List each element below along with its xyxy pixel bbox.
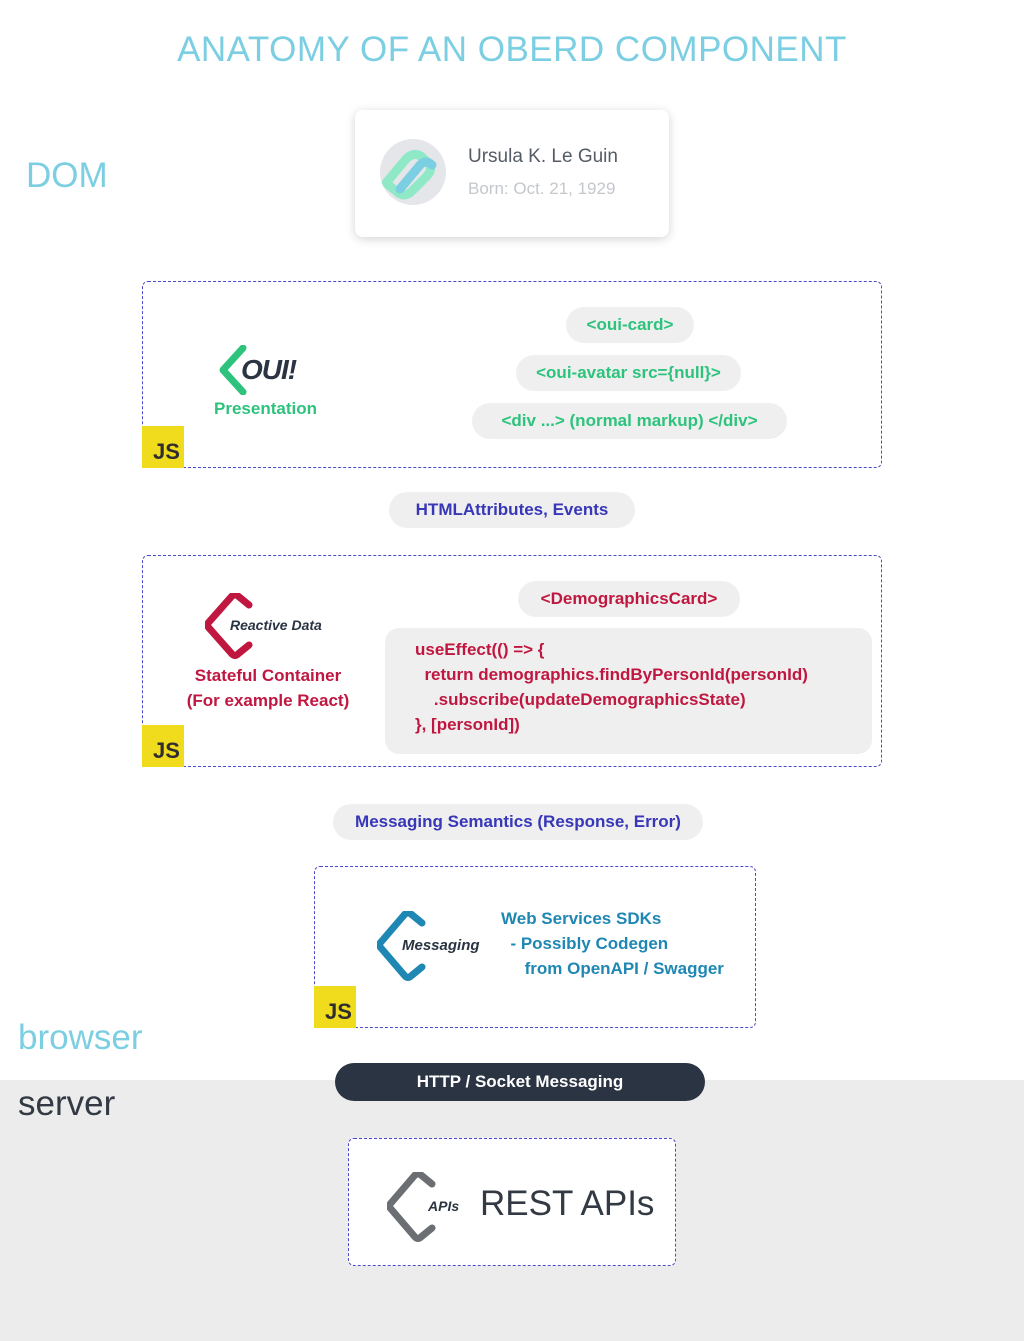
reactive-data-logo: Reactive Data (205, 593, 345, 663)
tag-div-markup: <div ...> (normal markup) </div> (472, 403, 787, 439)
connector-messaging-semantics: Messaging Semantics (Response, Error) (333, 804, 703, 840)
rest-apis-box (348, 1138, 676, 1266)
transport-pill: HTTP / Socket Messaging (335, 1063, 705, 1101)
js-badge: JS (142, 725, 184, 767)
messaging-description: Web Services SDKs - Possibly Codegen fro… (501, 906, 724, 981)
server-label: server (18, 1084, 116, 1123)
messaging-logo-text: Messaging (402, 937, 480, 954)
container-caption-line1: Stateful Container (194, 666, 342, 685)
apis-logo-text: APIs (428, 1198, 460, 1214)
oui-logo: OUI! (217, 345, 327, 395)
oui-logo-text: OUI! (241, 354, 297, 385)
js-badge: JS (314, 986, 356, 1028)
container-caption-line2: (For example React) (186, 691, 350, 710)
tag-oui-card: <oui-card> (566, 307, 694, 343)
dom-label: DOM (26, 156, 108, 195)
person-name: Ursula K. Le Guin (468, 146, 618, 167)
apis-diamond-icon (387, 1172, 436, 1242)
code-line: useEffect(() => { (415, 640, 545, 659)
messaging-layer-box (314, 866, 756, 1028)
messaging-logo: Messaging (377, 911, 487, 983)
js-badge: JS (142, 426, 184, 468)
reactive-data-logo-text: Reactive Data (230, 617, 322, 633)
oui-bracket-icon (219, 345, 247, 395)
rest-apis-label: REST APIs (480, 1184, 655, 1223)
presentation-caption: Presentation (214, 399, 317, 418)
connector-html-attributes: HTMLAttributes, Events (389, 492, 635, 528)
browser-label: browser (18, 1018, 143, 1057)
tag-demographics-card: <DemographicsCard> (518, 581, 740, 617)
messaging-description-line: from OpenAPI / Swagger (501, 959, 724, 978)
messaging-description-line: - Possibly Codegen (501, 934, 669, 953)
code-block: useEffect(() => { return demographics.fi… (385, 628, 872, 754)
avatar (380, 139, 446, 205)
code-line: .subscribe(updateDemographicsState) (415, 690, 746, 709)
reactive-data-diamond-icon (205, 593, 253, 659)
messaging-description-line: Web Services SDKs (501, 909, 662, 928)
avatar-logo-icon (381, 149, 437, 200)
tag-oui-avatar: <oui-avatar src={null}> (516, 355, 741, 391)
code-line: }, [personId]) (415, 715, 520, 734)
apis-logo: APIs (387, 1172, 467, 1244)
profile-card: Ursula K. Le Guin Born: Oct. 21, 1929 (355, 110, 669, 237)
page-title: ANATOMY OF AN OBERD COMPONENT (177, 30, 847, 69)
messaging-diamond-icon (377, 911, 426, 981)
person-birthdate: Born: Oct. 21, 1929 (468, 179, 616, 198)
code-line: return demographics.findByPersonId(perso… (415, 665, 808, 684)
